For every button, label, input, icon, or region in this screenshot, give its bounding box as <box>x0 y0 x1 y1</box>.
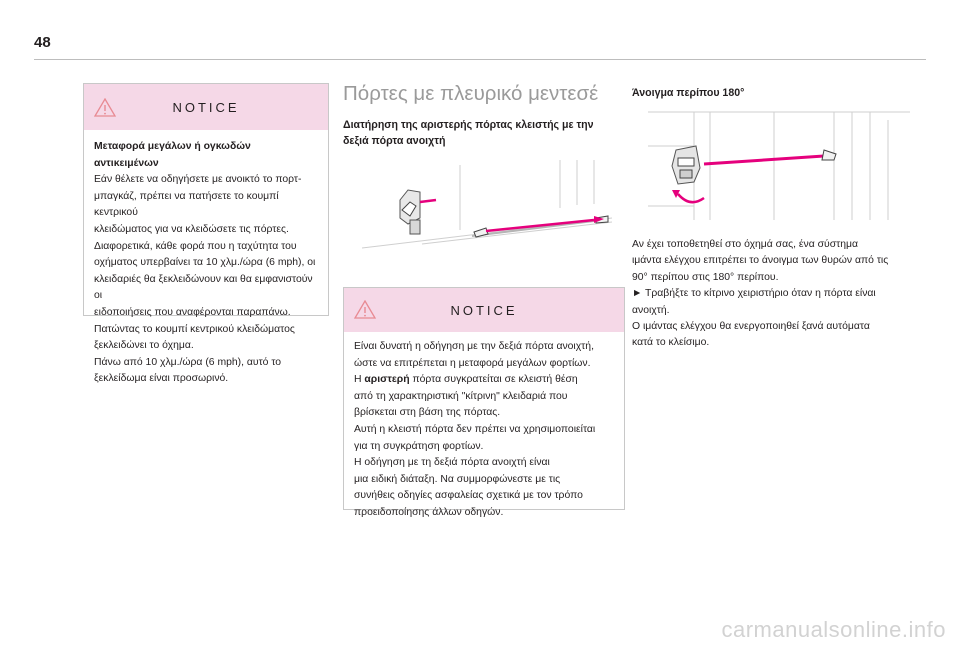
notice-body: Είναι δυνατή η οδήγηση με την δεξιά πόρτ… <box>344 332 624 530</box>
page-number: 48 <box>34 34 51 51</box>
notice-line: για τη συγκράτηση φορτίων. <box>354 440 484 452</box>
body-line: ιμάντα ελέγχου επιτρέπει το άνοιγμα των … <box>632 255 889 267</box>
notice-line: ειδοποιήσεις που αναφέρονται παραπάνω. <box>94 306 291 318</box>
instruction-line: ανοιχτή. <box>632 304 670 316</box>
notice-bold-text: αριστερή <box>364 374 410 386</box>
notice-line: Είναι δυνατή η οδήγηση με την δεξιά πόρτ… <box>354 341 594 352</box>
warning-triangle-icon <box>354 300 376 319</box>
notice-title: NOTICE <box>172 99 240 115</box>
notice-box-left: NOTICE Μεταφορά μεγάλων ή ογκωδών αντικε… <box>83 83 329 384</box>
notice-line: Αυτή η κλειστή πόρτα δεν πρέπει να χρησι… <box>354 423 596 435</box>
notice-header: NOTICE <box>344 288 624 332</box>
notice-line: ώστε να επιτρέπεται η μεταφορά μεγάλων φ… <box>354 357 591 369</box>
notice-line: μια ειδική διάταξη. Να συμμορφώνεστε με … <box>354 473 561 485</box>
notice-text: Η <box>354 374 365 386</box>
door-lock-illustration <box>362 160 612 249</box>
notice-heading: Μεταφορά μεγάλων ή ογκωδών αντικειμένων <box>94 141 251 169</box>
body-line: Ο ιμάντας ελέγχου θα ενεργοποιηθεί ξανά … <box>632 321 870 333</box>
notice-line: κλειδαριές θα ξεκλειδώνουν και θα εμφανι… <box>94 273 313 302</box>
notice-line: Η οδήγηση με τη δεξιά πόρτα ανοιχτή είνα… <box>354 457 550 469</box>
notice-line: Η αριστερή πόρτα συγκρατείται σε κλειστή… <box>354 372 614 389</box>
notice-line: Διαφορετικά, κάθε φορά που η ταχύτητα το… <box>94 240 297 252</box>
notice-line: ξεκλείδωμα είναι προσωρινό. <box>94 373 229 385</box>
notice-title: NOTICE <box>450 302 518 318</box>
notice-line: προειδοποίησης άλλων οδηγών. <box>354 506 504 518</box>
notice-line: Πάνω από 10 χλμ./ώρα (6 mph), αυτό το <box>94 356 282 368</box>
instruction-line: ► Τραβήξτε το κίτρινο χειριστήριο όταν η… <box>632 288 876 300</box>
body-line: Αν έχει τοποθετηθεί στο όχημά σας, ένα σ… <box>632 239 858 250</box>
opening-180-heading: Άνοιγμα περίπου 180° <box>632 87 745 99</box>
notice-line: Εάν θέλετε να οδηγήσετε με ανοικτό το πο… <box>94 174 302 186</box>
opening-180-body: Αν έχει τοποθετηθεί στο όχημά σας, ένα σ… <box>632 237 932 352</box>
section-subtitle: Διατήρηση της αριστερής πόρτας κλειστής … <box>343 119 594 147</box>
body-line: 90° περίπου στις 180° περίπου. <box>632 271 779 283</box>
watermark: carmanualsonline.info <box>721 617 946 642</box>
notice-line: συνήθεις οδηγίες ασφαλείας σχετικά με το… <box>354 490 583 502</box>
notice-line: Πατώντας το κουμπί κεντρικού κλειδώματος <box>94 323 295 335</box>
notice-text: πόρτα συγκρατείται σε κλειστή θέση <box>409 374 578 386</box>
body-line: κατά το κλείσιμο. <box>632 337 710 349</box>
notice-box-middle: NOTICE Είναι δυνατή η οδήγηση με την δεξ… <box>343 287 625 518</box>
warning-triangle-icon <box>94 98 116 117</box>
notice-line: βρίσκεται στη βάση της πόρτας. <box>354 407 501 419</box>
section-title: Πόρτες με πλευρικό μεντεσέ <box>343 82 599 105</box>
notice-line: από τη χαρακτηριστική "κίτρινη" κλειδαρι… <box>354 390 568 402</box>
hinge-strap-illustration <box>648 111 910 220</box>
header-rule <box>34 59 926 60</box>
notice-body: Μεταφορά μεγάλων ή ογκωδών αντικειμένων … <box>84 130 328 396</box>
notice-line: ξεκλειδώνει το όχημα. <box>94 340 194 352</box>
notice-header: NOTICE <box>84 84 328 130</box>
notice-line: μπαγκάζ, πρέπει να πατήσετε το κουμπί κε… <box>94 190 279 219</box>
notice-line: οχήματος υπερβαίνει τα 10 χλμ./ώρα (6 mp… <box>94 257 316 269</box>
notice-line: κλειδώματος για να κλειδώσετε τις πόρτες… <box>94 223 289 235</box>
